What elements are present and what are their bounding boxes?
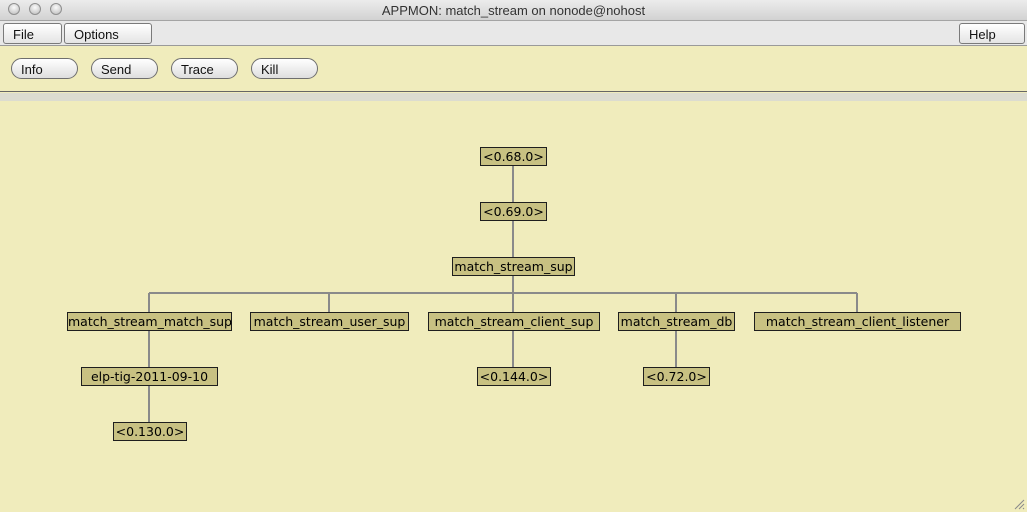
process-node-match-stream-user-sup[interactable]: match_stream_user_sup [250, 312, 409, 331]
process-node-0-72-0[interactable]: <0.72.0> [643, 367, 710, 386]
process-node-match-stream-sup[interactable]: match_stream_sup [452, 257, 575, 276]
minimize-window-icon[interactable] [29, 3, 41, 15]
process-node-match-stream-client-sup[interactable]: match_stream_client_sup [428, 312, 600, 331]
trace-button[interactable]: Trace [171, 58, 238, 79]
process-node-match-stream-client-listener[interactable]: match_stream_client_listener [754, 312, 961, 331]
process-node-match-stream-db[interactable]: match_stream_db [618, 312, 735, 331]
toolbar: Info Send Trace Kill [0, 46, 1027, 92]
options-menu[interactable]: Options [64, 23, 152, 44]
process-node-match-stream-match-sup[interactable]: match_stream_match_sup [67, 312, 232, 331]
process-node-0-144-0[interactable]: <0.144.0> [477, 367, 551, 386]
title-bar: APPMON: match_stream on nonode@nohost [0, 0, 1027, 21]
toolbar-separator [0, 93, 1027, 101]
info-button[interactable]: Info [11, 58, 78, 79]
file-menu[interactable]: File [3, 23, 62, 44]
kill-button[interactable]: Kill [251, 58, 318, 79]
resize-grip-icon[interactable] [1013, 498, 1025, 510]
close-window-icon[interactable] [8, 3, 20, 15]
process-node-elp-tig[interactable]: elp-tig-2011-09-10 [81, 367, 218, 386]
help-menu[interactable]: Help [959, 23, 1025, 44]
process-node-0-130-0[interactable]: <0.130.0> [113, 422, 187, 441]
window-title: APPMON: match_stream on nonode@nohost [381, 3, 646, 18]
process-tree-canvas: <0.68.0> <0.69.0> match_stream_sup match… [0, 101, 1027, 512]
process-node-app-master[interactable]: <0.69.0> [480, 202, 547, 221]
send-button[interactable]: Send [91, 58, 158, 79]
tree-edges [148, 165, 858, 422]
zoom-window-icon[interactable] [50, 3, 62, 15]
menu-bar: File Options Help [0, 21, 1027, 46]
process-node-root[interactable]: <0.68.0> [480, 147, 547, 166]
